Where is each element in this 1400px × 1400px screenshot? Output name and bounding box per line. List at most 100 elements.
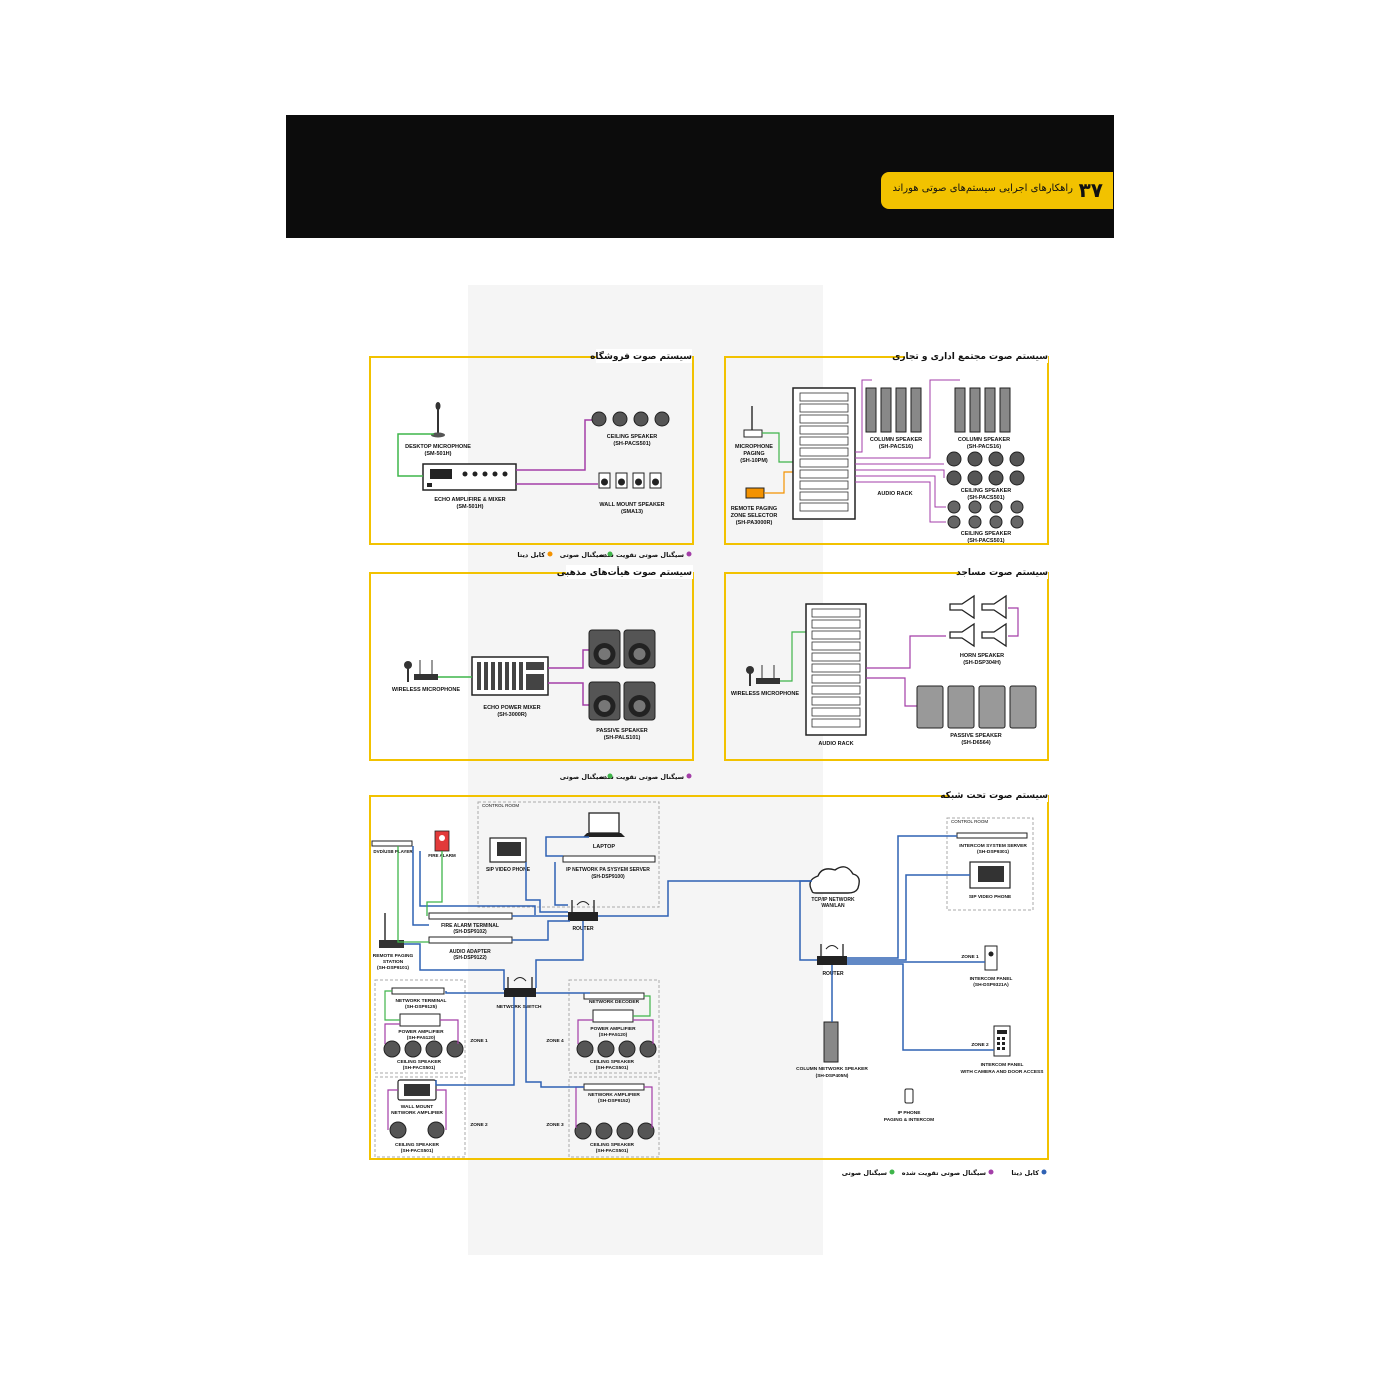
net-decoder-label: NETWORK DECODER bbox=[589, 999, 640, 1005]
control-room-label: CONTROL ROOM bbox=[482, 803, 519, 808]
sip-phone-label: SIP VIDEO PHONE bbox=[486, 867, 531, 873]
ceiling-a-label: CEILING SPEAKER bbox=[397, 1059, 442, 1065]
mosque-wireless-microphone-icon bbox=[746, 665, 780, 686]
switch-label: NETWORK SWITCH bbox=[496, 1004, 542, 1010]
religious-wireless-label: WIRELESS MICROPHONE bbox=[392, 687, 460, 693]
mosque-horn-label: HORN SPEAKER bbox=[960, 653, 1004, 659]
zone-selector-icon bbox=[745, 487, 765, 499]
mosque-panel: سیستم صوت مساجد WIRELESS MICROPHONE AUDI… bbox=[724, 565, 1049, 761]
page-subtitle: راهکارهای اجرایی سیستم‌های صوتی هوراند bbox=[892, 183, 1073, 194]
audio-adapter-label: AUDIO ADAPTER bbox=[449, 949, 491, 955]
legend-mid-amplified: سیگنال صوتی تقویت شده bbox=[600, 773, 684, 781]
column-speaker-icons-1 bbox=[865, 387, 922, 433]
store-ceiling-label: CEILING SPEAKER bbox=[607, 434, 657, 440]
legend-bottom-amplified: سیگنال صوتی تقویت شده bbox=[902, 1169, 986, 1177]
intercom-panel-icon bbox=[984, 945, 998, 971]
legend-mid-audio: سیگنال صوتی bbox=[560, 773, 605, 781]
net-terminal-model: (SH-DSP9125) bbox=[405, 1004, 437, 1010]
fire-terminal-model: (SH-DSP9102) bbox=[453, 929, 487, 935]
mosque-passive-speaker-icons bbox=[916, 685, 1037, 729]
audio-adapter-model: (SH-DSP9122) bbox=[453, 955, 487, 961]
store-ceiling-model: (SH-PACS501) bbox=[613, 441, 650, 447]
mosque-rack-label: AUDIO RACK bbox=[818, 741, 853, 747]
ceiling-speaker-icons bbox=[591, 411, 670, 427]
mosque-passive-model: (SH-D6564) bbox=[961, 740, 991, 746]
cloud-icon bbox=[809, 866, 860, 894]
store-panel: سیستم صوت فروشگاه DESKTOP MICROPHONE (SM… bbox=[369, 349, 694, 545]
network-panel: سیستم صوت تحت شبکه CONTROL ROOM LAPTOP S… bbox=[369, 788, 1049, 1160]
office-rack-label: AUDIO RACK bbox=[877, 491, 912, 497]
pa-server-model: (SH-DSP9100) bbox=[591, 874, 625, 880]
office-column2-model: (SH-PACS16) bbox=[967, 444, 1001, 450]
ceiling-b-label: CEILING SPEAKER bbox=[395, 1142, 440, 1148]
sip-video-phone2-icon bbox=[969, 861, 1011, 889]
zone2-label: ZONE 2 bbox=[470, 1122, 488, 1128]
legend-mid: سیگنال صوتی تقویت شده سیگنال صوتی bbox=[560, 773, 692, 781]
power-mixer-icon bbox=[471, 656, 549, 696]
wall-amp-label2: NETWORK AMPLIFIER bbox=[391, 1110, 443, 1116]
zone3-label: ZONE 3 bbox=[546, 1122, 564, 1128]
legend-bottom-audio: سیگنال صوتی bbox=[842, 1169, 887, 1177]
office-column1-model: (SH-PACS16) bbox=[879, 444, 913, 450]
religious-panel: سیستم صوت هیأت‌های مذهبی WIRELESS MICROP… bbox=[369, 565, 694, 761]
office-ceiling2-model: (SH-PACS501) bbox=[967, 538, 1004, 544]
intercom-camera-panel-icon bbox=[993, 1025, 1011, 1057]
legend-bottom: کابل دیتا سیگنال صوتی تقویت شده سیگنال ص… bbox=[842, 1169, 1047, 1177]
ceiling-a-model: (SH-PACS501) bbox=[403, 1065, 436, 1071]
ceiling-d-label: CEILING SPEAKER bbox=[590, 1142, 635, 1148]
legend-top-audio: سیگنال صوتی bbox=[560, 551, 605, 559]
router2-label: ROUTER bbox=[822, 971, 844, 977]
zone4-label: ZONE 4 bbox=[546, 1038, 564, 1044]
ceiling-d-model: (SH-PACS501) bbox=[596, 1148, 629, 1154]
mosque-wireless-label: WIRELESS MICROPHONE bbox=[731, 691, 799, 697]
mosque-passive-label: PASSIVE SPEAKER bbox=[950, 733, 1002, 739]
column-speaker-icons-2 bbox=[954, 387, 1011, 433]
remote-station-label2: STATION bbox=[383, 959, 404, 965]
amplifier-icon bbox=[422, 463, 517, 491]
router2-icon bbox=[817, 944, 847, 965]
store-amp-label: ECHO AMPLIFIRE & MIXER bbox=[434, 497, 505, 503]
religious-passive-model: (SH-PALS101) bbox=[604, 735, 641, 741]
zone1-label: ZONE 1 bbox=[470, 1038, 488, 1044]
legend-top-amplified: سیگنال صوتی تقویت شده bbox=[600, 551, 684, 559]
zone2r-label: ZONE 2 bbox=[971, 1042, 989, 1048]
intercom-server-label: INTERCOM SYSTEM SERVER bbox=[959, 843, 1027, 849]
office-remote-model: (SH-PA3000R) bbox=[736, 520, 773, 526]
store-title: سیستم صوت فروشگاه bbox=[590, 350, 692, 362]
network-switch-icon bbox=[504, 977, 536, 997]
religious-title: سیستم صوت هیأت‌های مذهبی bbox=[557, 566, 692, 578]
zone1r-label: ZONE 1 bbox=[961, 954, 979, 960]
office-title: سیستم صوت مجتمع اداری و تجاری bbox=[892, 352, 1048, 362]
intercom-cam-label2: WITH CAMERA AND DOOR ACCESS bbox=[961, 1069, 1045, 1075]
intercom-panel-label: INTERCOM PANEL bbox=[970, 976, 1013, 982]
legend-top: سیگنال صوتی تقویت شده سیگنال صوتی کابل د… bbox=[517, 551, 692, 559]
net-amp-model: (SH-DSP9152) bbox=[598, 1098, 630, 1104]
ceiling-b-model: (SH-PACS501) bbox=[401, 1148, 434, 1154]
religious-mixer-model: (SH-3000R) bbox=[497, 712, 527, 718]
ceiling-c-model: (SH-PACS501) bbox=[596, 1065, 629, 1071]
column-net-label: COLUMN NETWORK SPEAKER bbox=[796, 1066, 868, 1072]
legend-top-data: کابل دیتا bbox=[517, 551, 545, 559]
office-mic-model: (SH-10PM) bbox=[740, 458, 768, 464]
intercom-panel-model: (SH-DSP9321A) bbox=[973, 982, 1009, 988]
store-wall-label: WALL MOUNT SPEAKER bbox=[599, 502, 664, 508]
fire-terminal-label: FIRE ALARM TERMINAL bbox=[441, 923, 499, 929]
power-amp-c-label: POWER AMPLIFIER bbox=[590, 1026, 636, 1032]
ceiling-speaker-icons-1 bbox=[946, 451, 1025, 486]
power-amp-a-label: POWER AMPLIFIER bbox=[398, 1029, 444, 1035]
office-remote-label2: ZONE SELECTOR bbox=[731, 513, 778, 519]
audio-rack-icon bbox=[792, 387, 856, 520]
horn-speaker-icons bbox=[949, 594, 1007, 648]
sip-phone2-label: SIP VIDEO PHONE bbox=[969, 894, 1012, 900]
sip-video-phone-icon bbox=[489, 837, 527, 863]
network-title: سیستم صوت تحت شبکه bbox=[940, 791, 1048, 801]
cloud-label: TCP/IP NETWORK bbox=[811, 897, 855, 903]
office-remote-label: REMOTE PAGING bbox=[731, 506, 777, 512]
net-terminal-label: NETWORK TERMINAL bbox=[396, 998, 447, 1004]
page-number: ۳۷ bbox=[1078, 178, 1103, 202]
ceiling-speaker-icons-2 bbox=[947, 500, 1024, 529]
control-room2-label: CONTROL ROOM bbox=[951, 819, 988, 824]
office-mic-label: MICROPHONE bbox=[735, 444, 773, 450]
store-mic-model: (SM-501H) bbox=[425, 451, 452, 457]
passive-speaker-icons bbox=[588, 629, 656, 721]
